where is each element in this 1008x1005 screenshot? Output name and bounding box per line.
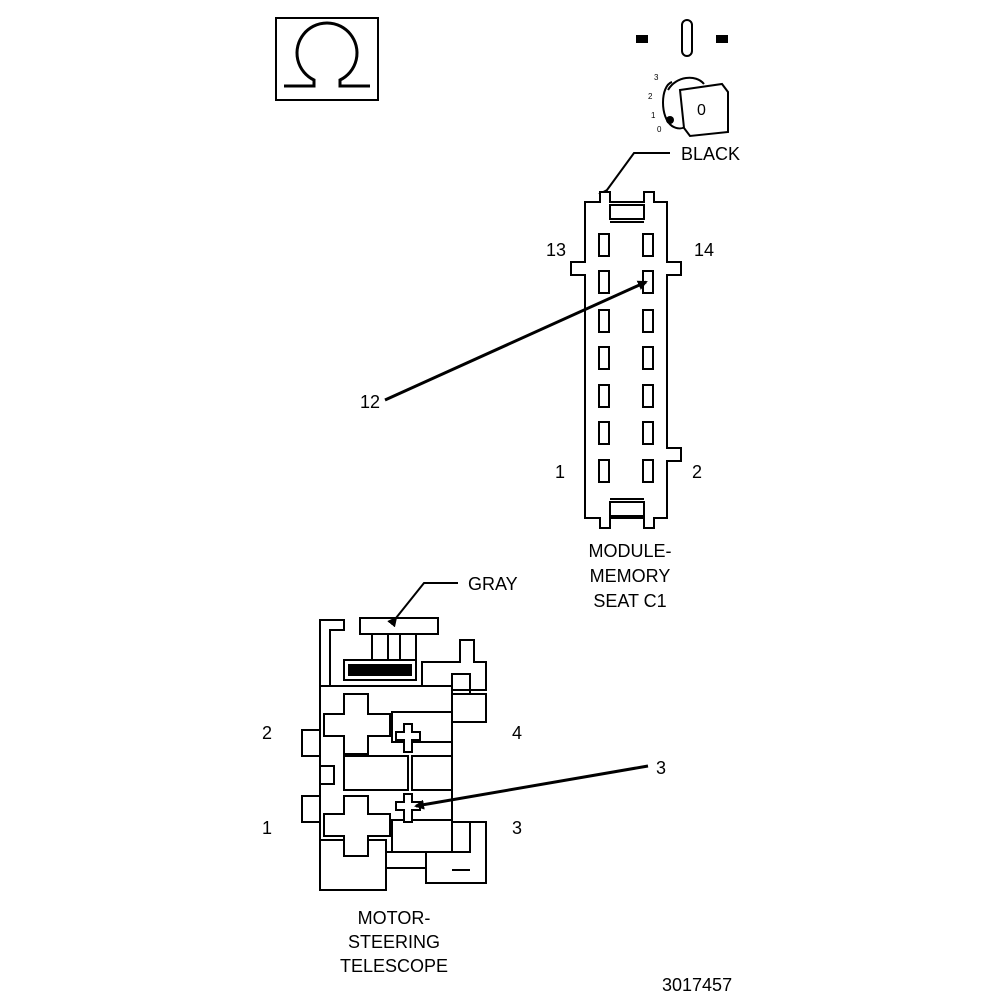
pin-cavity-3: [395, 793, 421, 823]
ignition-position-2: 2: [648, 92, 653, 101]
connector-c1: BLACK 13 14: [360, 144, 740, 611]
connector-color-label: BLACK: [681, 144, 740, 164]
ignition-slot-left: [636, 35, 648, 43]
callout-arrow: [414, 764, 649, 810]
ohm-icon: [284, 21, 370, 88]
ignition-position-0: 0: [657, 125, 662, 134]
pin-cavity: [642, 309, 654, 333]
connector-name-line-3: TELESCOPE: [340, 956, 448, 976]
pin-cavity: [642, 346, 654, 370]
pin-cavity: [598, 309, 610, 333]
pin-label-1: 1: [555, 462, 565, 482]
pin-label-2: 2: [692, 462, 702, 482]
connector-name-line-1: MODULE-: [588, 541, 671, 561]
ignition-position-1: 1: [651, 111, 656, 120]
connector-color-label: GRAY: [468, 574, 518, 594]
ignition-key-icon: [662, 76, 729, 138]
pin-cavity-1: [323, 795, 391, 857]
pin-label-2: 2: [262, 723, 272, 743]
color-leader-line: [598, 152, 670, 200]
pin-label-1: 1: [262, 818, 272, 838]
figure-number: 3017457: [662, 975, 732, 995]
pin-cavity: [642, 459, 654, 483]
connector-name-line-3: SEAT C1: [593, 591, 666, 611]
connector-motor: GRAY: [262, 574, 666, 976]
pin-cavity: [598, 346, 610, 370]
pin-cavity: [598, 233, 610, 257]
callout-arrow: [384, 280, 648, 402]
pin-label-3: 3: [512, 818, 522, 838]
ignition-slot-right: [716, 35, 728, 43]
pin-cavity-4: [395, 723, 421, 753]
pin-cavity: [642, 233, 654, 257]
pin-cavity: [598, 384, 610, 408]
pin-cavity: [642, 421, 654, 445]
connector-name-line-2: MEMORY: [590, 566, 671, 586]
pin-label-4: 4: [512, 723, 522, 743]
connector-name-line-2: STEERING: [348, 932, 440, 952]
pin-cavities-right: [642, 233, 654, 483]
ignition-slot-center: [681, 19, 693, 57]
connector-latch-bottom: [609, 501, 645, 517]
pin-label-13: 13: [546, 240, 566, 260]
connector-name-line-1: MOTOR-: [358, 908, 431, 928]
callout-label: 3: [656, 758, 666, 778]
ignition-position-3: 3: [654, 73, 659, 82]
connector-body: [301, 617, 487, 891]
ohm-symbol: [275, 17, 379, 101]
pin-cavity: [598, 459, 610, 483]
pin-cavity: [598, 270, 610, 294]
connector-body: [570, 191, 682, 529]
pin-cavity: [642, 384, 654, 408]
color-leader-line: [387, 582, 458, 628]
callout-label: 12: [360, 392, 380, 412]
pin-cavity: [598, 421, 610, 445]
ignition-key-label: 0: [697, 102, 706, 119]
ignition-switch-symbol: 3 2 1 0 0: [636, 19, 729, 138]
connector-latch-top: [609, 204, 645, 220]
pin-cavity-2: [323, 693, 391, 755]
pin-label-14: 14: [694, 240, 714, 260]
pin-cavities-left: [598, 233, 610, 483]
